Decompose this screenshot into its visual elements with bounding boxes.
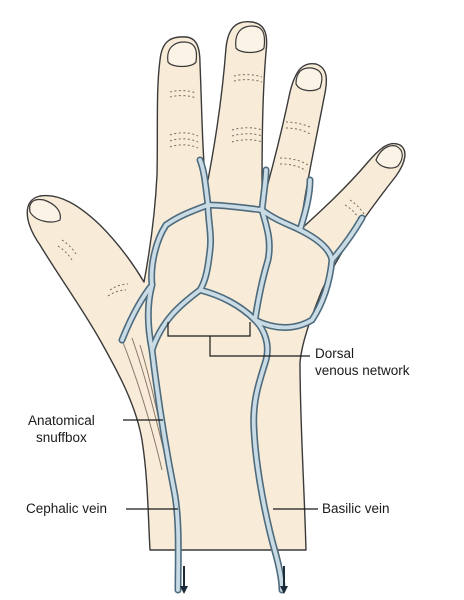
hand-outline bbox=[26, 21, 406, 551]
label-anatomical-snuffbox: Anatomical snuffbox bbox=[28, 412, 95, 446]
dorsal-network-leader bbox=[209, 336, 310, 357]
label-dorsal-venous-network: Dorsal venous network bbox=[315, 345, 410, 379]
fingernails bbox=[29, 25, 403, 223]
label-dorsal-line2: venous network bbox=[315, 363, 410, 378]
label-snuffbox-line1: Anatomical bbox=[28, 413, 95, 428]
label-cephalic-vein: Cephalic vein bbox=[26, 501, 108, 516]
label-dorsal-line1: Dorsal bbox=[315, 346, 355, 361]
knuckle-creases bbox=[57, 74, 365, 297]
vein-network bbox=[118, 156, 366, 594]
dorsal-network-bracket bbox=[167, 322, 251, 337]
label-basilic-vein: Basilic vein bbox=[322, 501, 390, 516]
leader-lines bbox=[123, 322, 318, 510]
label-snuffbox-line2: snuffbox bbox=[36, 430, 87, 445]
